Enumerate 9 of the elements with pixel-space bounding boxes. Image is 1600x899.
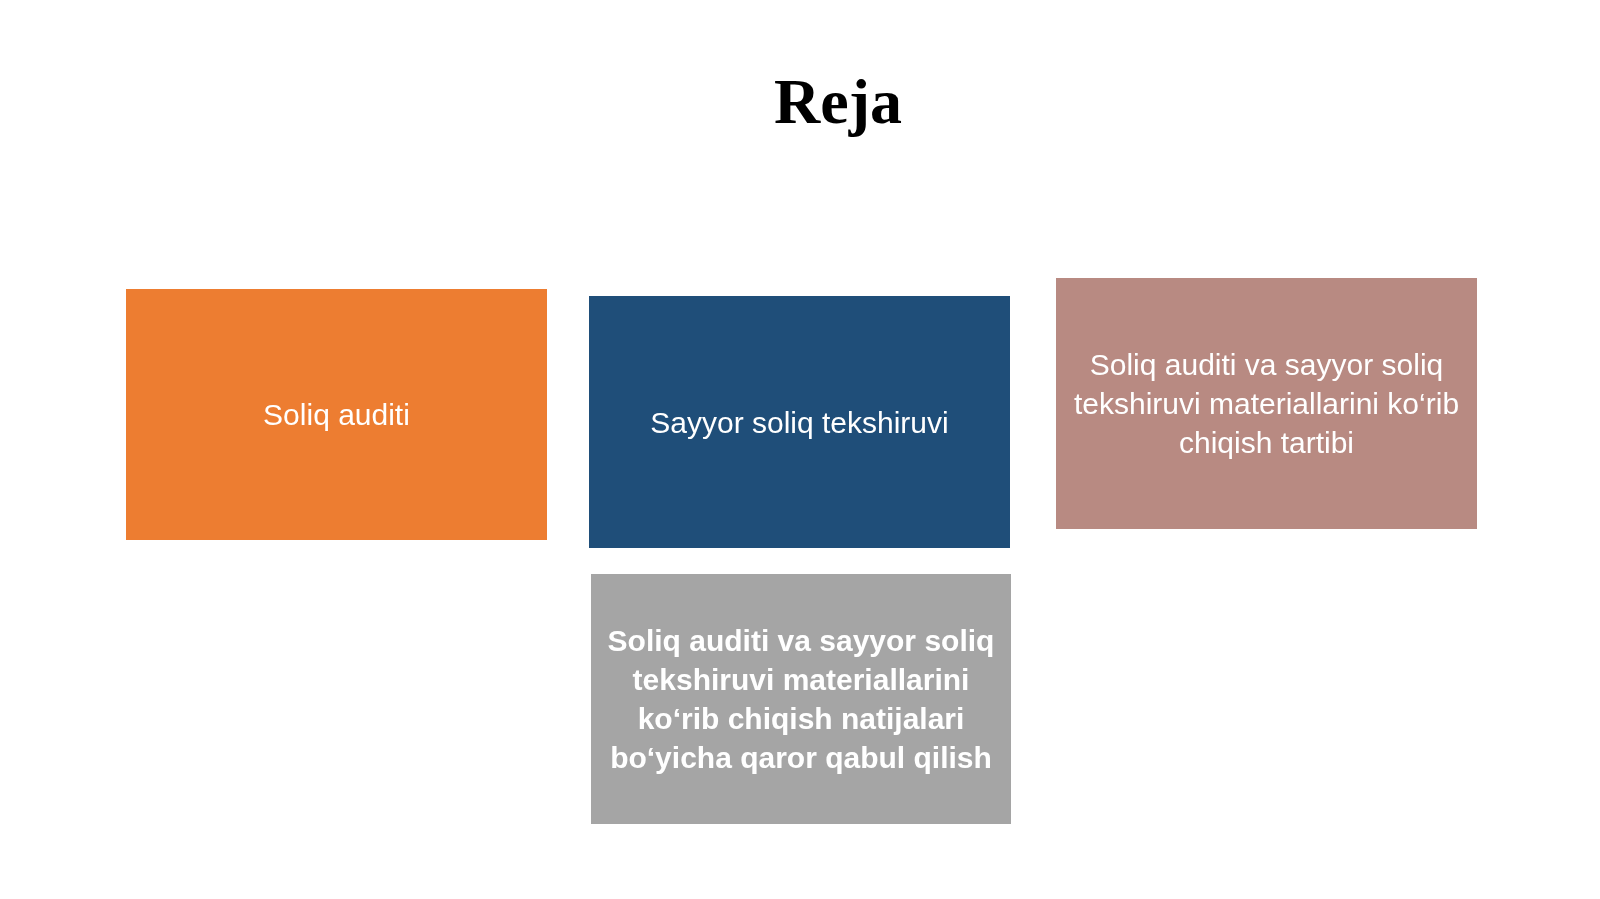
- topic-card: [589, 296, 1010, 548]
- topic-card: [591, 574, 1011, 824]
- card-text: Soliq auditi va sayyor soliq tekshiruvi materiallarini ko‘rib chiqish natijalari bo‘yicha qaror qabul qilish: [607, 623, 995, 776]
- topic-card: [126, 289, 547, 540]
- card-text: Sayyor soliq tekshiruvi: [650, 404, 949, 441]
- slide-title: Reja: [773, 65, 903, 139]
- topic-card: [1056, 278, 1477, 529]
- card-text: Soliq auditi: [263, 397, 410, 433]
- card-text: Soliq auditi va sayyor soliq tekshiruvi materiallarini ko‘rib chiqish tartibi: [1072, 347, 1461, 461]
